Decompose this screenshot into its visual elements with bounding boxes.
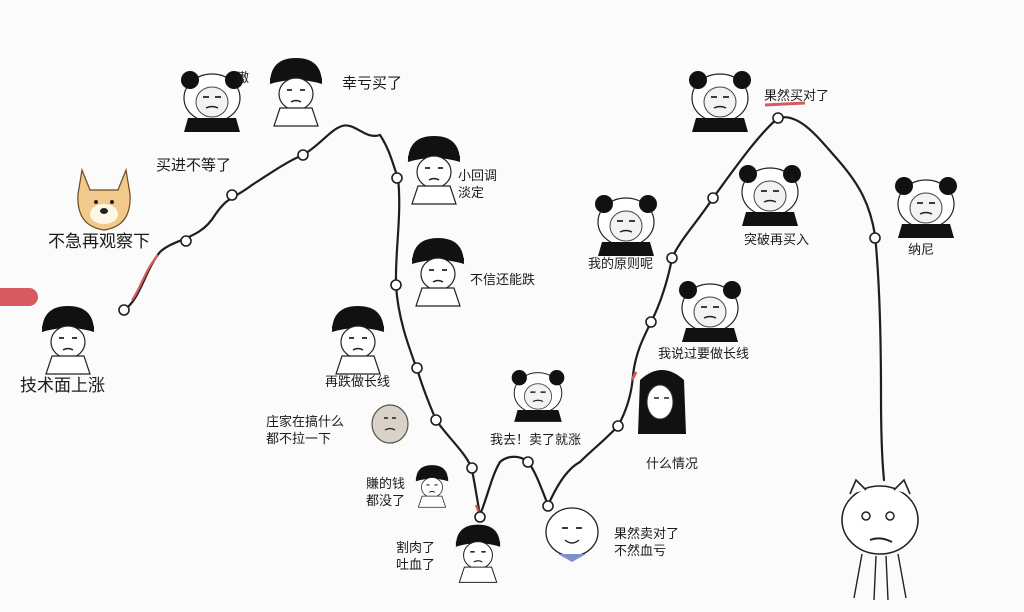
label-money-gone: 賺的钱 都没了 (366, 477, 406, 509)
hanging-cat-icon (841, 478, 919, 601)
node (645, 316, 657, 328)
panda-face-icon (894, 176, 958, 239)
node (522, 456, 534, 468)
mushroom-head-icon (269, 57, 323, 127)
hooded-face-icon (638, 370, 686, 434)
node (466, 462, 478, 474)
node (772, 112, 784, 124)
node (297, 149, 309, 161)
panda-face-icon (738, 164, 802, 227)
node (542, 500, 554, 512)
rabbit-face-icon (371, 404, 409, 444)
red-accent-mid (630, 371, 638, 381)
panda-face-icon (594, 194, 658, 257)
node (180, 235, 192, 247)
node (869, 232, 881, 244)
label-fall-long-term: 再跌做长线 (325, 375, 391, 390)
label-bought-right: 果然买对了 (764, 89, 830, 104)
node (666, 252, 678, 264)
node (390, 279, 402, 291)
panda-kicking-icon (180, 70, 244, 133)
label-lucky-bought: 幸亏买了 (342, 74, 403, 92)
mushroom-head-icon (407, 135, 461, 205)
mushroom-head-icon (415, 464, 449, 508)
red-edge-marker (0, 288, 38, 306)
label-breakout-buy: 突破再买入 (744, 233, 810, 248)
label-sold-just-rose: 我去！卖了就涨 (490, 433, 582, 448)
mushroom-head-icon (411, 237, 465, 307)
mushroom-head-icon (455, 523, 501, 584)
panda-crying-icon (678, 280, 742, 343)
node (707, 192, 719, 204)
label-technical-rise: 技术面上涨 (20, 376, 105, 396)
market-emotion-curve (122, 116, 886, 519)
egg-face-icon (545, 507, 599, 562)
node (118, 304, 130, 316)
label-sound: 嗷 (236, 71, 250, 86)
label-dealer-what: 庄家在搞什么 都不拉一下 (266, 415, 345, 447)
node (430, 414, 442, 426)
red-accent-left (131, 254, 159, 301)
node (226, 189, 238, 201)
label-my-principle: 我的原则呢 (588, 257, 654, 272)
label-buy-cant-wait: 买进不等了 (156, 156, 232, 174)
label-wait-and-see: 不急再观察下 (48, 232, 150, 252)
doge-icon (77, 167, 131, 231)
node (391, 172, 403, 184)
curve-nodes (118, 112, 881, 523)
label-small-pullback: 小回调 淡定 (458, 169, 498, 201)
mushroom-head-icon (41, 305, 95, 375)
node (411, 362, 423, 374)
label-nani: 纳尼 (908, 243, 935, 258)
red-accent-top (764, 101, 806, 107)
label-cut-loss: 割肉了 吐血了 (396, 541, 436, 573)
panda-face-icon (688, 70, 752, 133)
mushroom-head-icon (331, 305, 385, 375)
label-what-situation: 什么情况 (646, 457, 699, 472)
label-sold-right: 果然卖对了 不然血亏 (614, 527, 680, 559)
node (474, 511, 486, 523)
panda-running-icon (510, 369, 566, 423)
node (612, 420, 624, 432)
label-dont-believe-drop: 不信还能跌 (470, 273, 536, 288)
label-said-long-term: 我说过要做长线 (658, 347, 750, 362)
